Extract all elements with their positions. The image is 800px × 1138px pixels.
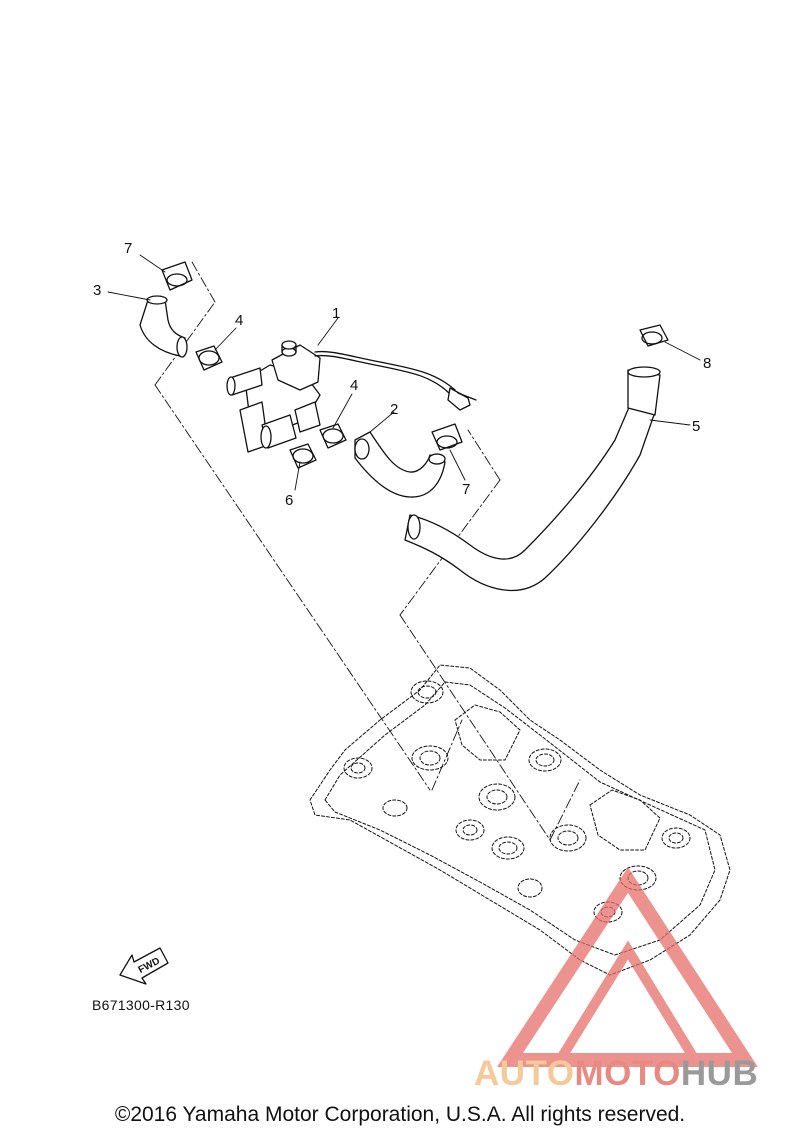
callout-1: 1 <box>332 305 340 322</box>
watermark-hub: HUB <box>680 1054 759 1093</box>
hose-3 <box>139 295 188 358</box>
hose-clamps <box>161 261 669 469</box>
callout-4: 4 <box>350 377 358 394</box>
callout-7: 7 <box>462 481 470 498</box>
watermark-logo <box>497 867 758 1067</box>
air-induction-valve <box>226 340 477 453</box>
fwd-arrow <box>119 947 169 985</box>
callout-8: 8 <box>703 355 711 372</box>
diagram-code: B671300-R130 <box>92 997 190 1013</box>
leader-lines <box>107 254 701 491</box>
callout-4: 4 <box>235 312 243 329</box>
assembly-centerlines <box>154 261 581 841</box>
watermark-moto: MOTO <box>574 1054 681 1093</box>
watermark-auto: AUTO <box>474 1054 575 1093</box>
watermark-text: AUTOMOTOHUB <box>474 1054 758 1094</box>
callout-2: 2 <box>390 401 398 418</box>
callout-7: 7 <box>124 240 132 257</box>
hose-2 <box>354 431 446 498</box>
callout-6: 6 <box>285 492 293 509</box>
hose-5 <box>404 366 661 592</box>
callout-3: 3 <box>93 282 101 299</box>
copyright-notice: ©2016 Yamaha Motor Corporation, U.S.A. A… <box>114 1103 686 1126</box>
callout-5: 5 <box>692 418 700 435</box>
